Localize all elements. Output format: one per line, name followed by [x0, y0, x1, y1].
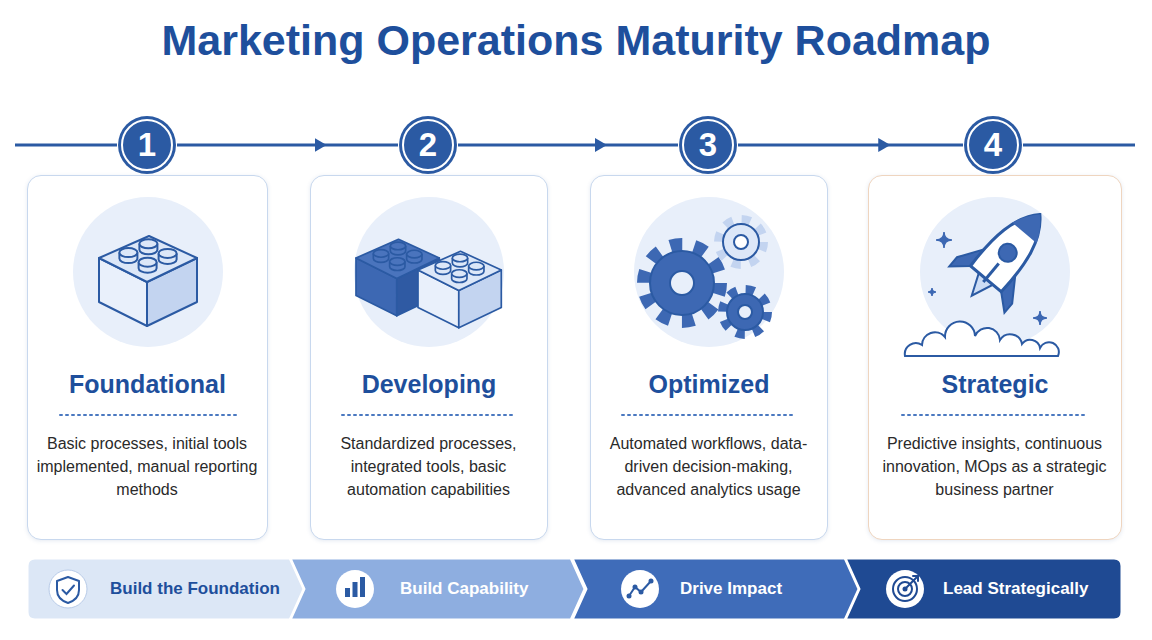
rocket-icon: [970, 201, 1055, 292]
dotted-divider: [622, 414, 796, 416]
phase-label: Lead Strategically: [943, 558, 1089, 620]
lego-bricks-icon: [356, 239, 501, 327]
dotted-divider: [60, 414, 1088, 416]
circle-fill: [399, 116, 457, 174]
stage-heading: Developing: [311, 369, 547, 399]
step-number: 3: [678, 115, 738, 175]
rocket-icon: [944, 191, 1067, 318]
band-icons: [903, 587, 908, 592]
dotted-divider: [902, 414, 1088, 416]
band-icons: [49, 570, 924, 608]
band-icons: [627, 594, 632, 599]
band-icons: [886, 570, 924, 608]
stage-card: OptimizedAutomated workflows, data-drive…: [590, 175, 828, 540]
lego-bricks-icon: [418, 251, 501, 327]
phase-chevron: Drive Impact: [572, 558, 860, 620]
stage-description: Predictive insights, continuous innovati…: [875, 432, 1114, 501]
step-number-circle: 2: [398, 115, 458, 175]
gears-icon: [723, 290, 767, 334]
band-icons: [336, 570, 374, 608]
rocket-icon: [949, 239, 984, 277]
stage-heading: Strategic: [869, 369, 1121, 399]
step-number: 2: [398, 115, 458, 175]
circle-fill: [118, 116, 176, 174]
stage-description: Automated workflows, data-driven decisio…: [597, 432, 820, 501]
phase-label: Build Capability: [400, 558, 528, 620]
phase-chevron: Build Capability: [290, 558, 585, 620]
rocket-icon: [1033, 311, 1047, 325]
gears-icon: [727, 294, 763, 330]
stage-card: FoundationalBasic processes, initial too…: [27, 175, 268, 540]
band-icons: [639, 590, 644, 595]
icon-backdrops: [73, 197, 223, 347]
gears-icon: [734, 235, 748, 249]
step-number-circle: 4: [963, 115, 1023, 175]
band-icons: [353, 582, 358, 597]
step-number: 4: [963, 115, 1023, 175]
band-icons: [49, 570, 87, 608]
stage-heading: Foundational: [28, 369, 267, 399]
timeline-arrow: [738, 144, 963, 147]
rocket-icon: [1012, 204, 1052, 243]
band-icons: [905, 576, 918, 589]
stage-heading: Optimized: [591, 369, 827, 399]
phase-chevron: Lead Strategically: [845, 558, 1122, 620]
rocket-icon: [992, 275, 1027, 313]
gears-icon: [644, 245, 720, 321]
band-icons: [898, 582, 912, 596]
chevron-shape: [572, 558, 860, 620]
lego-brick-icon: [99, 236, 197, 326]
gears-icon: [650, 251, 714, 315]
icon-backdrops: [73, 197, 1070, 347]
lego-bricks-icon: [356, 239, 439, 315]
band-icons: [345, 588, 350, 597]
band-icons: [57, 577, 79, 603]
phase-label: Build the Foundation: [110, 558, 280, 620]
band-icons: [629, 581, 651, 596]
band-icons: [649, 579, 654, 584]
gears-icon: [738, 305, 752, 319]
gears-icon: [719, 220, 763, 264]
stage-card: DevelopingStandardized processes, integr…: [310, 175, 548, 540]
rocket-icon: [983, 264, 998, 282]
phase-label: Drive Impact: [680, 558, 782, 620]
chevron-shape: [845, 558, 1122, 620]
band-icons: [360, 577, 365, 597]
band-icons: [621, 570, 659, 608]
phase-chevron: Build the Foundation: [27, 558, 305, 620]
rocket-icon: [936, 232, 952, 248]
chevron-shape: [290, 558, 585, 620]
gears-icon: [670, 271, 694, 295]
rocket-icon: [964, 271, 995, 302]
band-icons: [633, 585, 638, 590]
band-icons: [63, 586, 75, 595]
icon-backdrops: [920, 197, 1070, 347]
chevron-shape: [27, 558, 305, 620]
icon-backdrops: [634, 197, 784, 347]
gears-icon: [723, 224, 759, 260]
stage-description: Basic processes, initial tools implement…: [34, 432, 260, 501]
dotted-divider: [342, 414, 516, 416]
timeline-arrow: [177, 144, 398, 147]
lego-brick-icon: [99, 236, 197, 326]
stage-description: Standardized processes, integrated tools…: [317, 432, 540, 501]
circle-fill: [679, 116, 737, 174]
rocket-icon: [928, 288, 936, 296]
rocket-icon: [905, 321, 1059, 356]
step-number: 1: [117, 115, 177, 175]
step-number-circle: 3: [678, 115, 738, 175]
rocket-icon: [905, 191, 1068, 356]
step-number-circle: 1: [117, 115, 177, 175]
rocket-icon: [995, 240, 1020, 265]
gears-icon: [644, 220, 767, 334]
circle-fill: [964, 116, 1022, 174]
timeline-arrow: [458, 144, 678, 147]
band-icons: [893, 577, 917, 601]
diagram-title: Marketing Operations Maturity Roadmap: [0, 16, 1152, 65]
stage-card: StrategicPredictive insights, continuous…: [868, 175, 1122, 540]
icon-backdrops: [354, 197, 504, 347]
dotted-divider: [60, 414, 236, 416]
